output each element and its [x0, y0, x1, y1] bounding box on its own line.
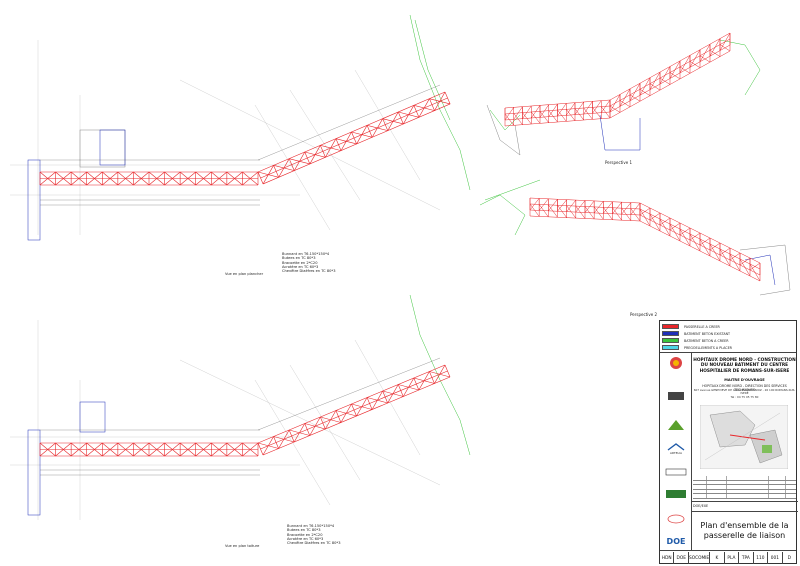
doe-logo-text: DOE [666, 536, 686, 546]
divider [660, 352, 796, 353]
note-line: Bunnant en T6.150*150*4 [282, 252, 330, 256]
legend-item: BATIMENT BETON A CREER [662, 337, 729, 344]
table-row [693, 489, 796, 495]
code-cell: HDN [660, 552, 675, 564]
table-row [693, 476, 796, 481]
perspective-1-view [486, 32, 761, 156]
moa-address: 607 avenue GENEVIEVE DE GAULLE ANTHONIOZ… [693, 388, 796, 399]
artelia-logo: ARTELIA [663, 441, 689, 457]
contractor-logo-icon [666, 490, 686, 498]
note-line: Bracoette en 2*C20 [282, 260, 318, 265]
legend-item: PREGOELLEMENTS A PLACER [662, 344, 732, 351]
note-line: Butees en TC 80*3 [282, 256, 316, 261]
doe-logo: DOE [663, 534, 689, 548]
legend-label: BATIMENT BETON A CREER [684, 338, 729, 343]
code-cell: K [710, 552, 725, 564]
document-code-row: HDN DOE SOCOMIE K PLA TPA 110 001 D [660, 552, 796, 564]
code-cell: 001 [768, 552, 783, 564]
table-row [693, 494, 796, 499]
legend-swatch [662, 330, 679, 337]
artelia-logo-text: ARTELIA [669, 451, 683, 455]
company-logo [663, 417, 689, 433]
divider [691, 511, 798, 512]
top-plan-view [10, 14, 471, 241]
hospital-logo-icon [670, 357, 682, 369]
top-view-notes: Bunnant en T6.150*150*4 Butees en TC 80*… [282, 252, 336, 273]
note-line: Bunnant en T6.150*150*4 [287, 524, 335, 528]
legend-item: BATIMENT BETON EXISTANT [662, 330, 731, 337]
divider [691, 501, 798, 502]
partner-logo-icon [665, 468, 687, 476]
moa-title: MAITRE D'OUVRAGE [724, 378, 765, 382]
company-logo [663, 389, 689, 403]
legend-swatch [662, 323, 679, 330]
code-cell: PLA [725, 552, 740, 564]
moa-tel: Tel : 04 75 05 75 80 [730, 394, 759, 399]
bottom-plan-view [10, 294, 471, 520]
project-title: HOPITAUX DROME NORD - CONSTRUCTION DU NO… [693, 358, 796, 374]
title-block: PASSERELLE A CREER BATIMENT BETON EXISTA… [659, 320, 798, 564]
revision-table [693, 476, 796, 499]
code-cell: DOE [674, 552, 689, 564]
note-line: Acrotère en TC 60*3 [282, 264, 319, 269]
legend-label: PASSERELLE A CREER [684, 324, 720, 329]
top-view-caption: Vue en plan plancher [225, 272, 264, 276]
phase-label: DOE/EXE [693, 504, 709, 508]
bottom-view-caption: Vue en plan toiture [225, 544, 260, 548]
legend-swatch [662, 344, 679, 351]
note-line: Chevêtre Diaéfres en TC 80*3 [282, 269, 336, 274]
note-line: Bracoette en 2*C20 [287, 532, 323, 537]
site-plan-thumbnail [700, 405, 788, 469]
perspective-2-caption: Perspective 2 [630, 312, 657, 317]
legend-swatch [662, 337, 679, 344]
code-cell: D [787, 555, 791, 561]
plan-title: Plan d'ensemble de la passerelle de liai… [700, 521, 789, 540]
engineering-logo-icon [667, 514, 685, 524]
code-cell: TPA [739, 552, 754, 564]
company-logo [663, 355, 689, 371]
note-line: Acrotère en TC 60*3 [287, 536, 324, 541]
perspective-1-caption: Perspective 1 [605, 160, 632, 165]
legend-label: BATIMENT BETON EXISTANT [684, 331, 731, 336]
divider [660, 550, 796, 551]
moa-address-line: 607 avenue GENEVIEVE DE GAULLE ANTHONIOZ… [693, 388, 796, 396]
green-logo-icon [668, 420, 684, 430]
company-logo [663, 467, 689, 477]
company-logo [663, 513, 689, 525]
moa-name: HOPITAUX DROME NORD - DIRECTION DES SERV… [702, 384, 787, 392]
table-row [693, 480, 796, 486]
artelia-logo-icon [667, 443, 685, 451]
note-line: Butees en TC 80*3 [287, 528, 321, 533]
note-line: Chevêtre Diaéfres en TC 80*3 [287, 541, 341, 546]
code-cell: 110 [754, 552, 769, 564]
bottom-view-notes: Bunnant en T6.150*150*4 Butees en TC 80*… [287, 524, 341, 545]
code-cell: SOCOMIE [689, 552, 711, 564]
legend-label: PREGOELLEMENTS A PLACER [684, 345, 732, 350]
architect-logo-icon [668, 392, 684, 400]
company-logo [663, 488, 689, 500]
table-row [693, 485, 796, 490]
divider [691, 352, 692, 550]
perspective-2-view [479, 179, 791, 296]
legend-item: PASSERELLE A CREER [662, 323, 720, 330]
